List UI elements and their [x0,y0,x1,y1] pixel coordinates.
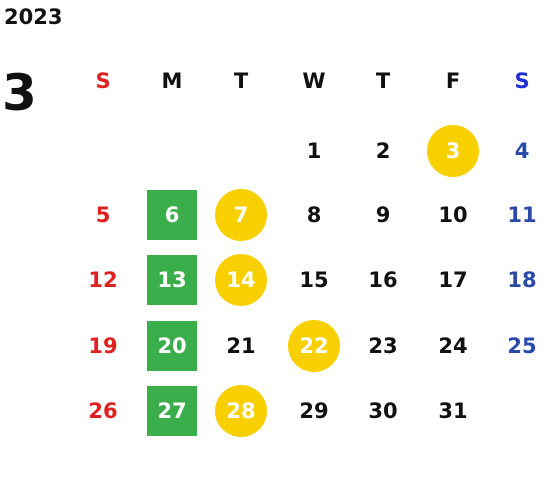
day-cell-20[interactable]: 20 [147,321,197,371]
day-cell-26[interactable]: 26 [88,399,118,423]
weekday-header-sunday: S [95,69,111,93]
month-label: 3 [2,64,37,122]
day-cell-2[interactable]: 2 [375,139,391,163]
day-cell-6[interactable]: 6 [147,190,197,240]
year-label: 2023 [4,5,63,29]
day-cell-13[interactable]: 13 [147,255,197,305]
day-cell-30[interactable]: 30 [368,399,398,423]
day-cell-3[interactable]: 3 [427,125,479,177]
day-cell-4[interactable]: 4 [514,139,530,163]
day-cell-16[interactable]: 16 [368,268,398,292]
day-cell-22[interactable]: 22 [288,320,340,372]
day-cell-9[interactable]: 9 [375,203,391,227]
day-cell-23[interactable]: 23 [368,334,398,358]
weekday-header-thursday: T [375,69,391,93]
day-cell-10[interactable]: 10 [438,203,468,227]
day-cell-27[interactable]: 27 [147,386,197,436]
day-cell-5[interactable]: 5 [95,203,111,227]
day-cell-25[interactable]: 25 [507,334,537,358]
day-cell-14[interactable]: 14 [215,254,267,306]
day-cell-15[interactable]: 15 [299,268,329,292]
day-cell-29[interactable]: 29 [299,399,329,423]
day-cell-7[interactable]: 7 [215,189,267,241]
day-cell-8[interactable]: 8 [306,203,322,227]
day-cell-21[interactable]: 21 [226,334,256,358]
weekday-header-wednesday: W [302,69,326,93]
weekday-header-tuesday: T [233,69,249,93]
day-cell-19[interactable]: 19 [88,334,118,358]
weekday-header-saturday: S [514,69,530,93]
day-cell-31[interactable]: 31 [438,399,468,423]
weekday-header-monday: M [161,69,183,93]
weekday-header-friday: F [445,69,461,93]
day-cell-28[interactable]: 28 [215,385,267,437]
day-cell-18[interactable]: 18 [507,268,537,292]
day-cell-24[interactable]: 24 [438,334,468,358]
day-cell-12[interactable]: 12 [88,268,118,292]
day-cell-1[interactable]: 1 [306,139,322,163]
day-cell-17[interactable]: 17 [438,268,468,292]
day-cell-11[interactable]: 11 [507,203,537,227]
